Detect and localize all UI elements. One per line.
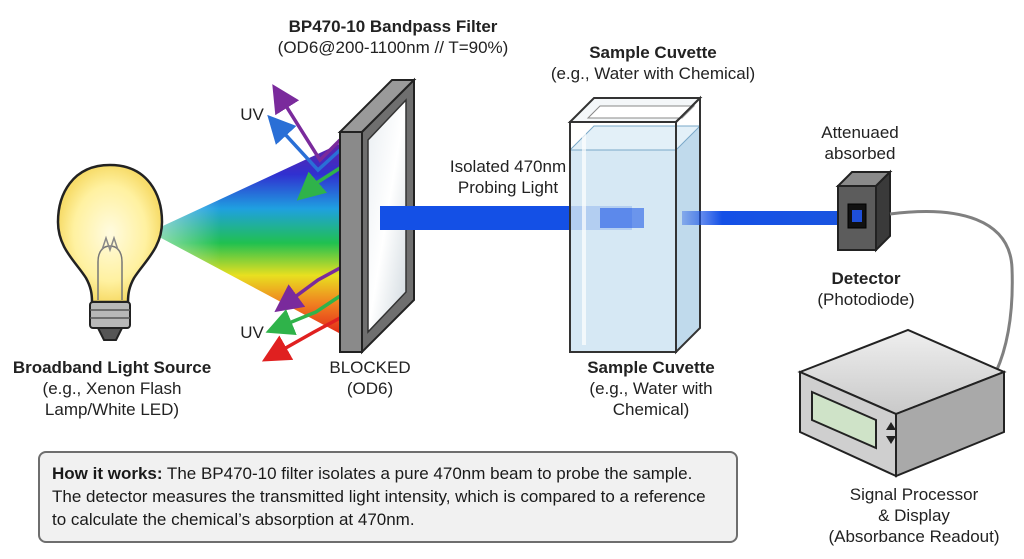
blocked-label: BLOCKED (OD6): [320, 357, 420, 399]
detector-label: Detector (Photodiode): [796, 268, 936, 310]
filter-spec: (OD6@200-1100nm // T=90%): [277, 38, 509, 57]
attenuated-line1: Attenuaed: [821, 123, 899, 142]
detector-photodiode: [835, 169, 893, 253]
cuvette-top-title: Sample Cuvette: [589, 43, 717, 62]
uv-label-top: UV: [240, 105, 264, 124]
uv-label-bottom: UV: [240, 323, 264, 342]
attenuated-beam: [682, 211, 842, 225]
blocked-line2: (OD6): [346, 379, 394, 398]
source-line2: Lamp/White LED): [44, 400, 180, 419]
filter-title: BP470-10 Bandpass Filter: [288, 17, 498, 36]
cuvette-bottom-line2: Chemical): [612, 400, 690, 419]
attenuated-label: Attenuaed absorbed: [800, 122, 920, 164]
processor-label: Signal Processor & Display (Absorbance R…: [810, 484, 1018, 547]
source-title: Broadband Light Source: [12, 358, 212, 377]
light-bulb-icon: [56, 163, 164, 341]
beam-label: Isolated 470nm Probing Light: [428, 156, 588, 198]
cuvette-bottom-line1: (e.g., Water with: [589, 379, 713, 398]
bandpass-filter: [337, 77, 417, 355]
filter-label: BP470-10 Bandpass Filter (OD6@200-1100nm…: [248, 16, 538, 58]
source-line1: (e.g., Xenon Flash: [42, 379, 182, 398]
signal-processor-display: [797, 328, 1007, 478]
cuvette-label-bottom: Sample Cuvette (e.g., Water with Chemica…: [556, 357, 746, 420]
blocked-arrows-top: [267, 84, 342, 201]
beam-in-sample: [600, 208, 644, 228]
signal-cable: [889, 210, 1014, 373]
blocked-line1: BLOCKED: [329, 358, 411, 377]
cuvette-label-top: Sample Cuvette (e.g., Water with Chemica…: [528, 42, 778, 84]
cuvette-bottom-title: Sample Cuvette: [587, 358, 715, 377]
processor-line3: (Absorbance Readout): [828, 527, 1000, 546]
cuvette-top-line1: (e.g., Water with Chemical): [550, 64, 756, 83]
attenuated-line2: absorbed: [824, 144, 896, 163]
sample-cuvette: [567, 95, 703, 355]
how-it-works-note: How it works: The BP470-10 filter isolat…: [38, 451, 738, 543]
beam-line1: Isolated 470nm: [449, 157, 567, 176]
detector-line1: (Photodiode): [817, 290, 915, 309]
blocked-arrows-bottom: [261, 266, 341, 362]
note-heading: How it works:: [52, 464, 163, 483]
beam-line2: Probing Light: [457, 178, 559, 197]
source-label: Broadband Light Source (e.g., Xenon Flas…: [2, 357, 222, 420]
up-down-arrows-icon: [886, 422, 896, 444]
processor-line2: & Display: [878, 506, 950, 525]
processor-line1: Signal Processor: [849, 485, 979, 504]
note-body: The BP470-10 filter isolates a pure 470n…: [52, 464, 706, 529]
detector-title: Detector: [831, 269, 901, 288]
